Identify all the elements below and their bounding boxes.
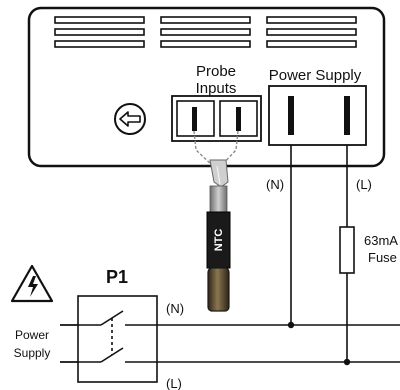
probe-terminal-1[interactable]	[176, 100, 215, 137]
power-supply-header: Power Supply	[269, 67, 362, 84]
ntc-sensor: NTC	[206, 211, 231, 312]
probe-inputs-label-2: Inputs	[196, 80, 237, 97]
high-voltage-warning-icon	[10, 264, 54, 303]
terminal-neutral-label: (N)	[266, 177, 284, 192]
back-button[interactable]	[114, 103, 146, 135]
probe-wires	[193, 130, 239, 168]
ntc-cable	[209, 159, 229, 215]
fuse-rating-label: 63mA	[364, 233, 398, 248]
probe-terminal-2[interactable]	[219, 100, 258, 137]
power-supply-terminals[interactable]	[268, 85, 367, 146]
ntc-sensor-label: NTC	[213, 229, 225, 252]
probe-inputs-label-1: Probe	[196, 63, 236, 80]
double-pole-switch	[60, 295, 158, 383]
supply-label-1: Power	[15, 328, 49, 342]
fuse-label: Fuse	[368, 250, 397, 265]
junction-line	[343, 358, 351, 366]
junction-neutral	[287, 321, 295, 329]
switch-ref-label: P1	[106, 267, 128, 287]
vent-slots	[54, 16, 357, 48]
terminal-line-label: (L)	[356, 177, 372, 192]
supply-label-2: Supply	[14, 346, 51, 360]
switch-line-label: (L)	[166, 376, 182, 390]
switch-neutral-label: (N)	[166, 301, 184, 316]
fuse-symbol	[339, 226, 355, 274]
